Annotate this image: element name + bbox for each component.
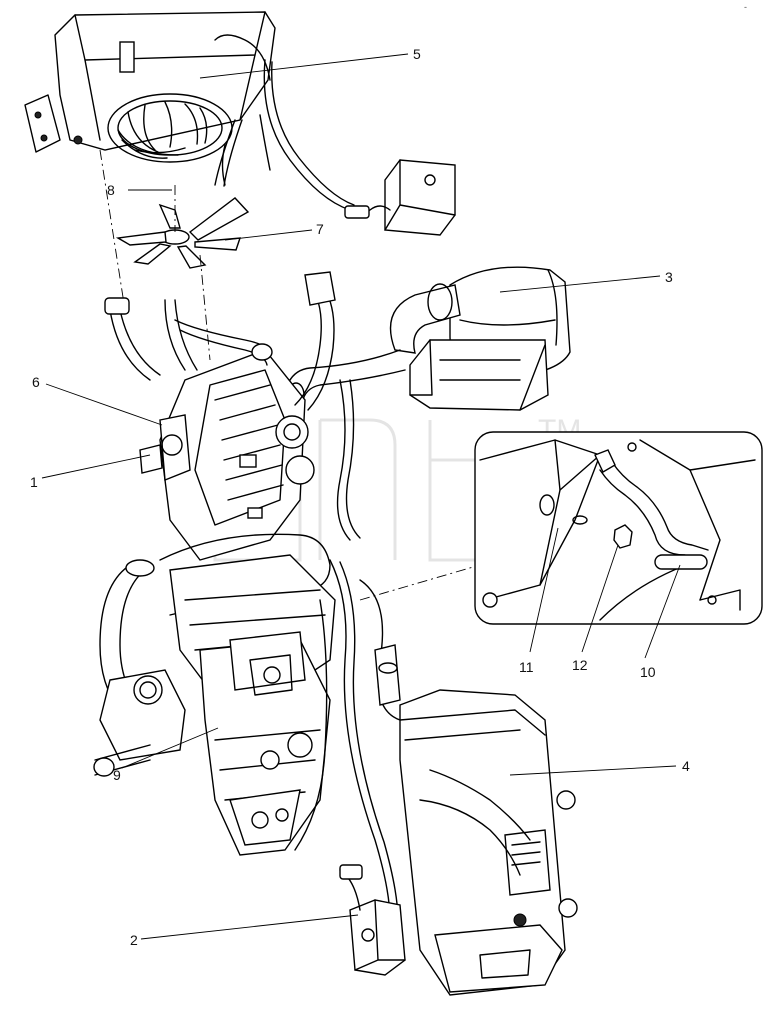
- callout-10: 10: [640, 664, 656, 680]
- expansion-tank: [344, 159, 456, 236]
- air-cleaner: [389, 266, 571, 411]
- callout-6: 6: [32, 374, 40, 390]
- fuel-filter: [339, 864, 406, 976]
- radiator-assembly: [24, 11, 276, 163]
- leader-lines: [41, 53, 681, 940]
- callout-5: 5: [413, 46, 421, 62]
- callouts: 1 2 3 4 5 6 7 8 9 10 11 12: [30, 46, 690, 948]
- transmission: [169, 554, 336, 856]
- coolant-hoses: [214, 59, 355, 211]
- exhaust-pipe: [294, 271, 361, 541]
- fuel-tank: [399, 689, 578, 996]
- detail-inset: [474, 431, 763, 625]
- callout-12: 12: [572, 657, 588, 673]
- engine-block: [104, 297, 315, 561]
- callout-9: 9: [113, 767, 121, 783]
- callout-1: 1: [30, 474, 38, 490]
- callout-4: 4: [682, 758, 690, 774]
- charge-air-pipe: [93, 533, 331, 777]
- callout-2: 2: [130, 932, 138, 948]
- corner-mark: -: [744, 2, 747, 12]
- cooling-fan: [115, 197, 250, 269]
- callout-11: 11: [519, 659, 534, 675]
- callout-7: 7: [316, 221, 324, 237]
- alignment-lines: [99, 149, 481, 601]
- callout-3: 3: [665, 269, 673, 285]
- fuel-lines: [294, 559, 401, 921]
- callout-8: 8: [107, 182, 115, 198]
